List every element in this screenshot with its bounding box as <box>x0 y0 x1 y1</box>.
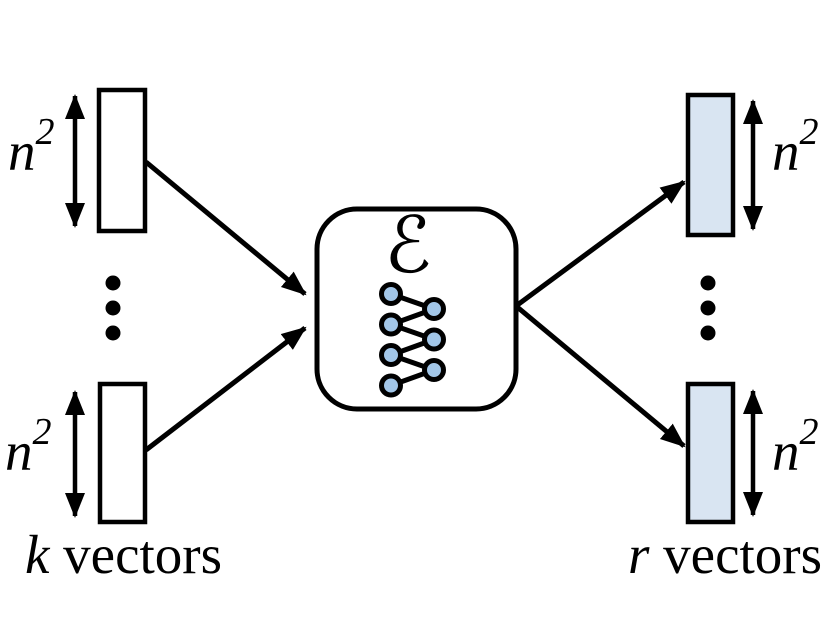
dimension-label-left-top: n2 <box>8 111 55 182</box>
vertical-ellipsis-left <box>105 275 121 341</box>
output-vector-rect-bottom <box>685 381 736 525</box>
vertical-ellipsis-right <box>700 275 716 341</box>
dim-exponent: 2 <box>33 411 52 453</box>
dimension-label-left-bottom: n2 <box>5 411 52 482</box>
ellipsis-dot <box>700 325 716 341</box>
network-node <box>379 343 403 367</box>
flow-arrow-input-bottom <box>144 326 307 452</box>
caption-variable: r <box>628 524 650 585</box>
left-stack-caption: k vectors <box>25 524 222 585</box>
encoder-symbol: ℰ <box>384 201 431 291</box>
network-node <box>379 373 403 398</box>
caption-variable: k <box>25 524 51 585</box>
left-vector-stack: n2 n2 k vectors <box>5 87 222 585</box>
dim-exponent: 2 <box>36 111 55 153</box>
flow-arrow-input-top <box>144 160 307 296</box>
ellipsis-dot <box>105 325 121 341</box>
caption-word: vectors <box>49 524 222 585</box>
dim-base: n <box>772 121 800 182</box>
ellipsis-dot <box>700 300 716 316</box>
dim-base: n <box>8 121 36 182</box>
input-flow-arrows <box>144 160 307 452</box>
network-node <box>422 327 446 352</box>
flow-arrow-output-bottom <box>514 304 686 448</box>
network-node <box>379 312 403 337</box>
network-node <box>379 282 403 306</box>
dim-base: n <box>772 421 800 482</box>
encoder-box: ℰ <box>314 201 519 412</box>
right-stack-caption: r vectors <box>628 524 822 585</box>
input-vector-rect-top <box>96 87 148 234</box>
dimension-label-right-bottom: n2 <box>772 411 819 482</box>
output-vector-rect-top <box>685 92 736 238</box>
input-vector-rect-bottom <box>97 381 148 525</box>
ellipsis-dot <box>700 275 716 291</box>
dim-base: n <box>5 421 33 482</box>
network-node <box>422 297 446 321</box>
dim-exponent: 2 <box>800 411 819 453</box>
network-node <box>422 358 446 382</box>
neural-network-icon <box>379 282 446 398</box>
output-flow-arrows <box>514 179 686 448</box>
ellipsis-dot <box>105 275 121 291</box>
dim-exponent: 2 <box>800 111 819 153</box>
dimension-label-right-top: n2 <box>772 111 819 182</box>
right-vector-stack: n2 n2 r vectors <box>628 92 822 585</box>
ellipsis-dot <box>105 300 121 316</box>
caption-word: vectors <box>649 524 822 585</box>
flow-arrow-output-top <box>514 179 686 309</box>
